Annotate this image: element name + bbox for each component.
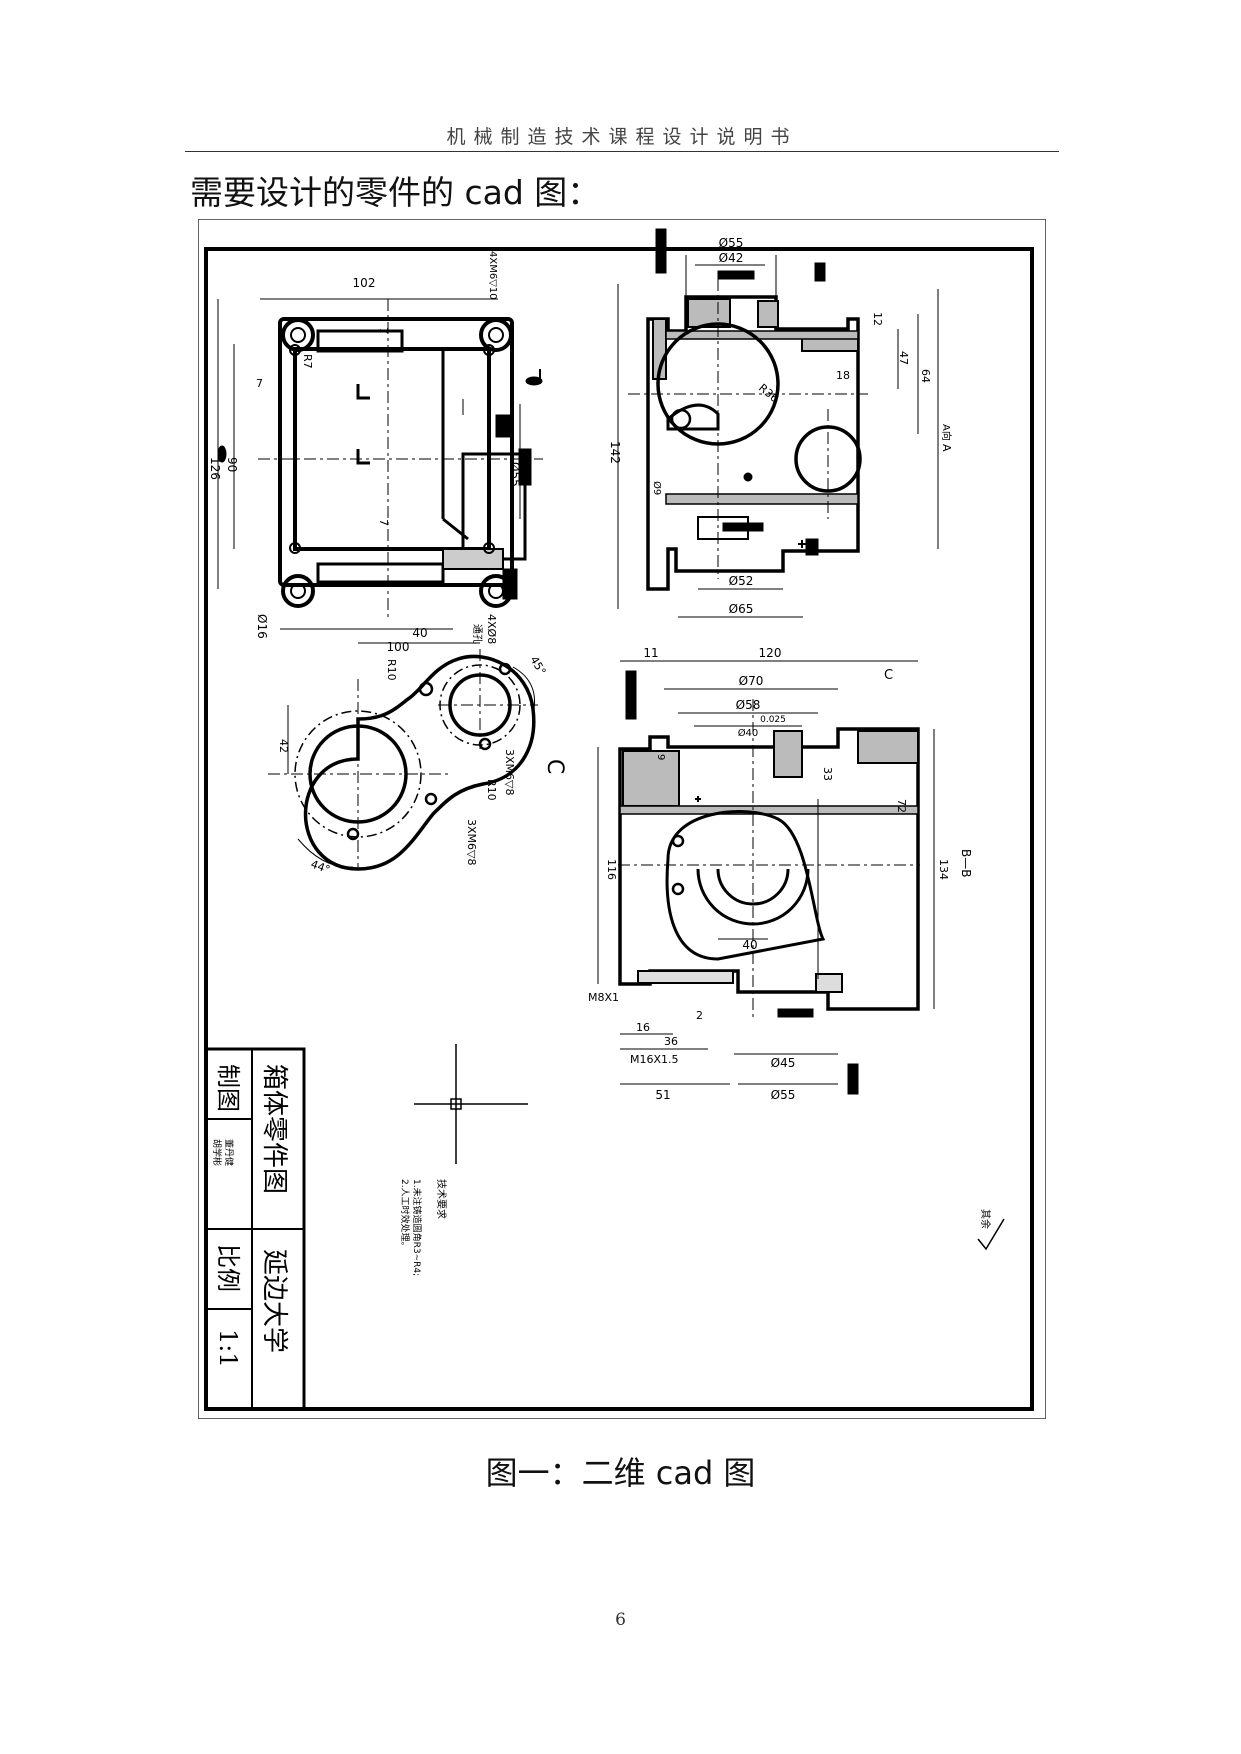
dim-64: 64 <box>919 369 932 383</box>
dim-m16x1-5: M16X1.5 <box>630 1053 679 1066</box>
dim-51: 51 <box>655 1088 670 1102</box>
dim-142: 142 <box>608 441 622 464</box>
dim-116: 116 <box>605 859 618 880</box>
dim-4xd8: 4XØ8 <box>485 614 498 644</box>
bottom-right-view <box>597 660 935 1095</box>
dim-d45: Ø45 <box>771 1056 796 1070</box>
title-block-drawer-2: 胡学彬 <box>211 1139 223 1166</box>
dim-m8x1: M8X1 <box>588 991 619 1004</box>
dim-102: 102 <box>353 276 376 290</box>
dim-11: 11 <box>643 646 658 660</box>
dim-40-c: 40 <box>412 626 427 640</box>
intro-text: 需要设计的零件的 cad 图： <box>190 173 601 212</box>
cad-drawing-figure: 102 4XM6▽10 R7 7 7 7 126 90 Ø55 Ø16 4XØ8… <box>197 218 1047 1420</box>
dim-36: 36 <box>664 1035 678 1048</box>
dim-18: 18 <box>836 369 850 382</box>
dim-d52: Ø52 <box>729 574 754 588</box>
dim-3xm6-b: 3XM6▽8 <box>465 819 478 865</box>
dim-134: 134 <box>937 859 950 880</box>
dim-42: 42 <box>277 739 290 753</box>
dim-7-c: 7 <box>377 519 390 526</box>
roughness-symbol <box>977 1218 1005 1251</box>
title-block-scale-value: 1:1 <box>214 1329 242 1368</box>
dim-a-dir: A向 <box>940 424 953 441</box>
dim-a: A <box>940 444 953 452</box>
dim-through: 通孔 <box>471 624 483 644</box>
title-block <box>204 1047 306 1411</box>
cad-drawing: 102 4XM6▽10 R7 7 7 7 126 90 Ø55 Ø16 4XØ8… <box>197 218 1047 1420</box>
dim-3xm6-a: 3XM6▽8 <box>503 749 516 795</box>
dim-72: 72 <box>895 799 908 813</box>
dim-d70: Ø70 <box>739 674 764 688</box>
crosshair-marker <box>414 1044 528 1164</box>
dim-100: 100 <box>387 640 410 654</box>
document-header: 机械制造技术课程设计说明书 <box>446 126 798 148</box>
dim-d55-left: Ø55 <box>508 462 522 487</box>
roughness-label: 其余 <box>979 1209 992 1229</box>
dim-16: 16 <box>636 1021 650 1034</box>
tech-notes-line1: 1.未注铸造圆角R3~R4; <box>411 1179 423 1276</box>
dim-d9: Ø9 <box>651 481 663 495</box>
dim-33: 33 <box>821 767 834 781</box>
title-block-scale-label: 比例 <box>214 1244 242 1292</box>
section-bb-label: B—B <box>959 849 973 877</box>
dim-r7: R7 <box>301 354 314 369</box>
dim-126: 126 <box>208 457 222 480</box>
page-number: 6 <box>615 1610 626 1630</box>
title-block-drawn-label: 制图 <box>214 1064 242 1112</box>
top-right-view <box>617 228 939 662</box>
figure-caption: 图一：二维 cad 图 <box>485 1454 756 1492</box>
tech-notes-line2: 2.人工时效处理。 <box>399 1179 411 1251</box>
dim-44deg: 44° <box>309 858 332 877</box>
dim-7-a: 7 <box>377 327 390 334</box>
dim-c-ref: C <box>884 668 893 683</box>
dim-47: 47 <box>897 351 910 365</box>
dim-d42: Ø42 <box>719 251 744 265</box>
dim-9: 9 <box>655 754 666 760</box>
header-rule <box>185 151 1059 152</box>
dim-90: 90 <box>225 457 239 472</box>
dim-r10-top: R10 <box>385 659 398 681</box>
dim-d40: Ø40 <box>738 727 759 739</box>
dim-tolerance: 0.025 <box>760 715 786 725</box>
dim-r10-bottom: R10 <box>485 779 498 801</box>
bottom-left-view <box>268 642 538 871</box>
dim-d55-top: Ø55 <box>719 236 744 250</box>
dim-d65: Ø65 <box>729 602 754 616</box>
drawing-frame <box>204 247 1034 1411</box>
dim-120: 120 <box>759 646 782 660</box>
tech-notes-heading: 技术要求 <box>435 1179 448 1219</box>
dim-2: 2 <box>696 1009 703 1022</box>
dim-d58: Ø58 <box>736 698 761 712</box>
title-block-drawer-1: 董丹健 <box>223 1139 235 1166</box>
dim-4xm6: 4XM6▽10 <box>487 251 498 300</box>
dim-12: 12 <box>871 312 884 326</box>
dim-d55-bottom: Ø55 <box>771 1088 796 1102</box>
dim-7-b: 7 <box>256 377 263 390</box>
title-block-part-name: 箱体零件图 <box>259 1064 289 1194</box>
top-left-view <box>217 298 543 630</box>
dim-d16: Ø16 <box>255 614 269 639</box>
title-block-school: 延边大学 <box>259 1249 289 1353</box>
view-c-label: C <box>542 759 567 774</box>
dim-40-bb: 40 <box>742 938 757 952</box>
